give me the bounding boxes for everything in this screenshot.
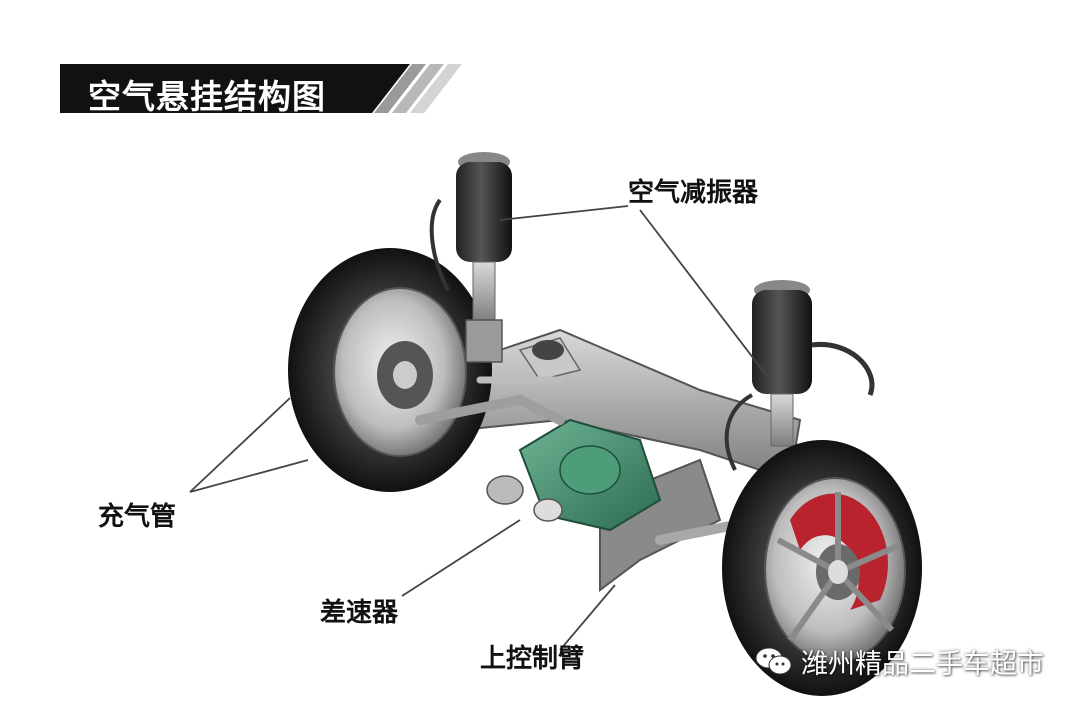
leader-lines [189, 205, 771, 651]
right-air-shock [724, 280, 875, 471]
label-air-pipe: 充气管 [98, 502, 177, 532]
leader-air-pipe-1 [189, 397, 291, 493]
page-title: 空气悬挂结构图 [88, 77, 326, 116]
label-differential: 差速器 [320, 598, 399, 628]
leader-differential [401, 519, 521, 597]
label-upper-control-arm: 上控制臂 [480, 644, 585, 674]
watermark-text: 潍州精品二手车超市 [801, 649, 1044, 680]
watermark: 潍州精品二手车超市 [755, 642, 1044, 681]
title-banner [60, 64, 462, 113]
leader-upper-arm [559, 584, 616, 651]
label-air-shock: 空气减振器 [628, 178, 759, 208]
differential-unit [486, 418, 662, 532]
leader-air-shock-right [639, 209, 771, 381]
left-wheel [288, 248, 492, 492]
wechat-icon [755, 647, 792, 674]
right-wheel [722, 440, 922, 696]
leader-air-shock-left [499, 205, 629, 221]
left-air-shock [429, 152, 512, 363]
leader-air-pipe-2 [189, 459, 309, 493]
